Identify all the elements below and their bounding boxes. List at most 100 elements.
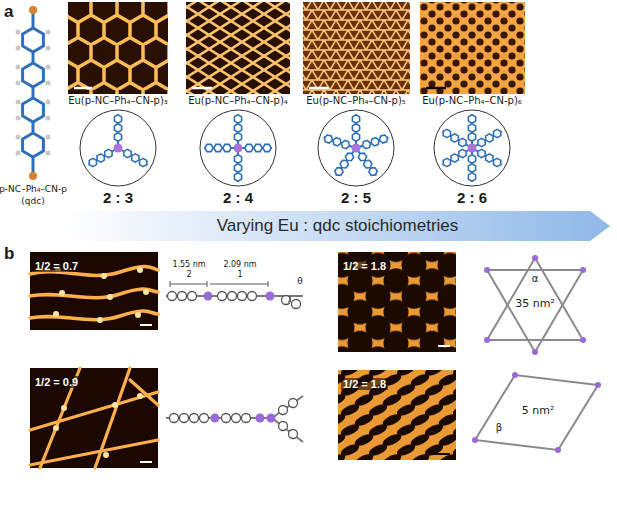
ratio-label: 1/2 = 1.8 — [341, 378, 388, 390]
stm-image — [30, 252, 158, 330]
phenyl-ring — [371, 138, 379, 146]
phenyl-ring — [352, 124, 359, 132]
panel-letter: b — [4, 244, 14, 264]
stm-image — [30, 368, 158, 468]
complex-formula: Eu(p-NC–Ph₄–CN-p)₃ — [68, 95, 168, 107]
stm-panel: 1/2 = 0.7 — [30, 252, 158, 330]
phenyl-ring — [380, 135, 388, 143]
phenyl-ring — [468, 124, 475, 132]
eu-node — [484, 255, 586, 355]
phenyl-ring — [335, 168, 343, 176]
phenyl-ring — [345, 153, 353, 161]
stm-image — [68, 2, 168, 94]
phenyl-ring — [451, 134, 458, 142]
angle-symbol: β — [496, 422, 502, 434]
phenyl-ring — [234, 115, 241, 123]
phenyl-ring — [358, 153, 366, 161]
site-number: 1 — [237, 270, 242, 279]
complex-formula: Eu(p-NC–Ph₄–CN-p)₄ — [188, 95, 288, 107]
phenyl-ring — [459, 138, 466, 146]
phenyl-ring — [443, 129, 450, 137]
stm-image — [420, 2, 525, 94]
qdc-molecule — [16, 6, 51, 180]
phenyl-ring — [468, 115, 475, 123]
phenyl-ring — [114, 115, 121, 123]
phenyl-ring — [140, 158, 147, 166]
phenyl-ring — [468, 133, 475, 141]
phenyl-ring — [205, 144, 213, 151]
eu-atom — [352, 144, 361, 153]
phenyl-ring — [451, 154, 458, 162]
eu-node — [472, 372, 601, 453]
eu-atom — [114, 144, 123, 153]
phenyl-ring — [494, 158, 501, 166]
phenyl-ring — [459, 149, 466, 157]
ratio: 2 : 5 — [341, 189, 371, 206]
phenyl-ring — [254, 144, 262, 151]
phenyl-ring — [352, 133, 359, 141]
stm-image — [338, 370, 456, 460]
complex-circle — [318, 110, 394, 186]
arrow-label: Varying Eu : qdc stoichiometries — [217, 216, 459, 236]
ratio: 2 : 3 — [103, 189, 133, 206]
stm-panel: 1/2 = 1.8 — [338, 252, 456, 352]
complex-formula: Eu(p-NC–Ph₄–CN-p)₆ — [422, 95, 522, 107]
phenyl-ring — [486, 154, 493, 162]
ratio: 2 : 4 — [223, 189, 253, 206]
phenyl-ring — [114, 133, 121, 141]
stm-image — [338, 252, 456, 352]
ratio: 2 : 6 — [457, 189, 487, 206]
stoichiometry-arrow: Varying Eu : qdc stoichiometries — [65, 211, 610, 241]
phenyl-ring — [124, 149, 131, 157]
phenyl-ring — [132, 154, 139, 162]
molecule-name: p-NC–Ph₄–CN-p — [0, 184, 67, 194]
phenyl-ring — [478, 149, 485, 157]
complex-circle — [434, 110, 510, 186]
dimension: 1.55 nm — [172, 260, 205, 269]
panel-letter: a — [4, 2, 13, 22]
phenyl-ring — [234, 155, 241, 163]
arrow-body — [65, 211, 610, 241]
phenyl-ring — [234, 133, 241, 141]
phenyl-ring — [223, 144, 231, 151]
complex-circles — [80, 110, 510, 186]
area-label: 35 nm² — [515, 298, 555, 311]
phenyl-ring — [468, 155, 475, 163]
phenyl-ring — [97, 154, 104, 162]
phenyl-ring — [234, 164, 241, 172]
phenyl-ring — [468, 173, 475, 181]
phenyl-ring — [478, 138, 485, 146]
phenyl-ring — [234, 124, 241, 132]
phenyl-ring — [333, 138, 341, 146]
eu-atom — [234, 144, 243, 153]
phenyl-ring — [443, 158, 450, 166]
rhombus-network — [475, 375, 598, 450]
phenyl-ring — [234, 173, 241, 181]
ratio-label: 1/2 = 0.7 — [33, 260, 80, 272]
angle-symbol: θ — [297, 276, 303, 286]
phenyl-ring — [324, 135, 332, 143]
area-label: 5 nm² — [522, 405, 555, 418]
stm-panel: 1/2 = 1.8 — [338, 370, 456, 460]
complex-circle — [80, 110, 156, 186]
stm-image — [186, 2, 290, 94]
complex-circle — [200, 110, 276, 186]
phenyl-ring — [105, 149, 112, 157]
angle-symbol: α — [532, 273, 539, 285]
molecule-abbrev: (qdc) — [21, 196, 44, 206]
ratio-label: 1/2 = 1.8 — [341, 260, 388, 272]
phenyl-ring — [486, 134, 493, 142]
phenyl-ring — [89, 158, 96, 166]
site-number: 2 — [186, 270, 191, 279]
branch-model — [166, 396, 303, 442]
star-network — [487, 258, 583, 352]
phenyl-ring — [214, 144, 222, 151]
dimension: 2.09 nm — [223, 260, 256, 269]
phenyl-ring — [468, 164, 475, 172]
phenyl-ring — [352, 115, 359, 123]
phenyl-ring — [342, 141, 350, 149]
complex-formula: Eu(p-NC–Ph₄–CN-p)₅ — [306, 95, 406, 107]
phenyl-ring — [340, 160, 348, 168]
